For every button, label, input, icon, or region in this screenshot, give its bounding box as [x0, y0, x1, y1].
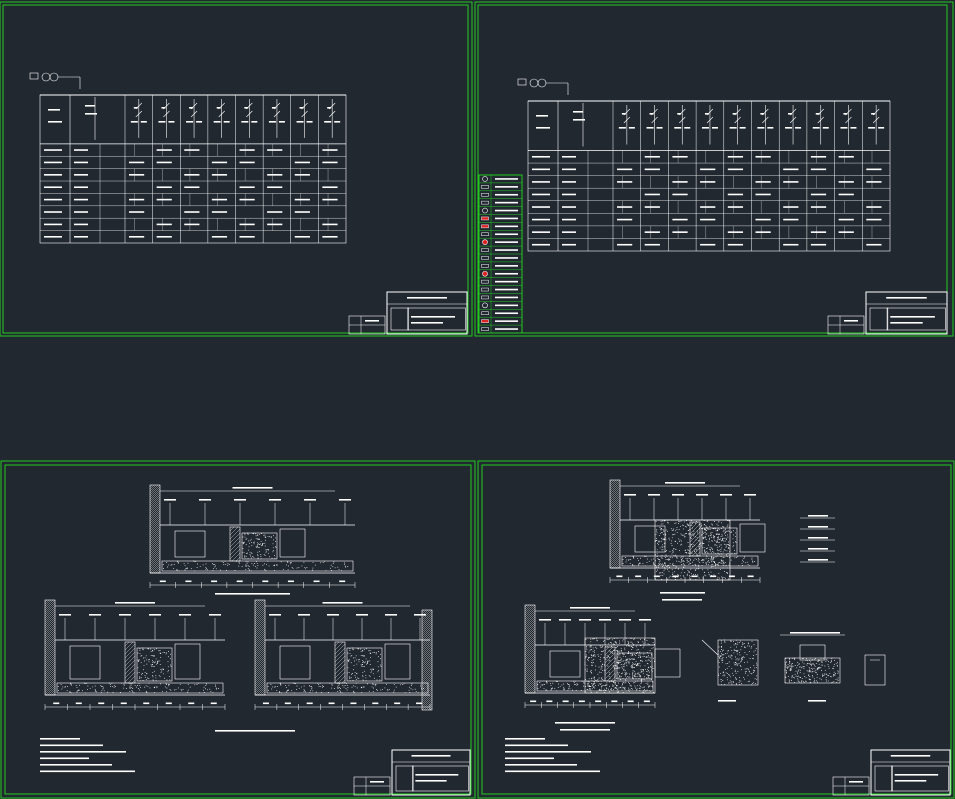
title-block [827, 291, 948, 335]
title-block [348, 291, 468, 335]
legend-table [478, 174, 523, 334]
single-line-schematic [29, 72, 347, 244]
sheet-outer-frame [0, 1, 473, 337]
sheet-inner-frame [477, 4, 948, 334]
title-block [353, 749, 471, 796]
single-line-schematic [517, 78, 891, 252]
title-block [832, 749, 951, 796]
sheet-top-left[interactable] [0, 1, 473, 337]
sheet-top-right[interactable] [474, 1, 954, 337]
sheet-inner-frame [481, 464, 952, 795]
section-details [40, 484, 433, 773]
sheet-outer-frame [477, 460, 955, 799]
sheet-bottom-right[interactable] [477, 460, 955, 799]
sheet-inner-frame [2, 4, 469, 334]
sheet-bottom-left[interactable] [0, 460, 476, 799]
sheet-outer-frame [0, 460, 476, 799]
sheet-inner-frame [4, 464, 472, 795]
detail-drawings [505, 479, 886, 773]
sheet-outer-frame [474, 1, 954, 337]
